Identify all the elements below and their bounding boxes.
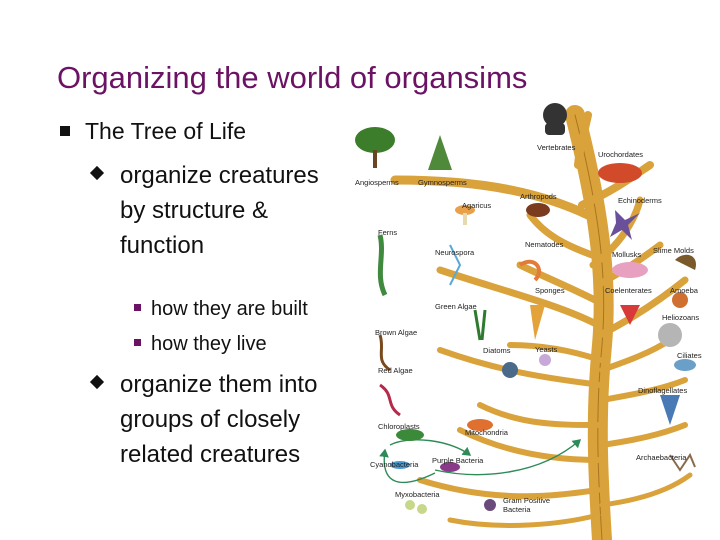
square-bullet-icon <box>134 339 141 347</box>
sub-point-how-live-text: how they live <box>151 333 267 355</box>
label-coelenterates: Coelenterates <box>605 286 652 295</box>
diamond-bullet-icon <box>89 165 105 181</box>
label-neurospora: Neurospora <box>435 248 475 257</box>
bullet-tree-of-life-text: The Tree of Life <box>85 118 247 144</box>
label-purple-bacteria: Purple Bacteria <box>432 456 484 465</box>
label-angiosperms: Angiosperms <box>355 178 399 187</box>
sub-point-how-built: how they are built <box>134 298 308 321</box>
label-vertebrates: Vertebrates <box>537 143 576 152</box>
label-green-algae: Green Algae <box>435 302 477 311</box>
label-echinoderms: Echinoderms <box>618 196 662 205</box>
label-gymnosperms: Gymnosperms <box>418 178 467 187</box>
label-brown-algae: Brown Algae <box>375 328 417 337</box>
label-dinoflagellates: Dinoflagellates <box>638 386 687 395</box>
tree-trunk-and-branches <box>390 105 693 540</box>
point-organize-groups: organize them into groups of closely rel… <box>89 367 340 472</box>
point-organize-groups-text: organize them into groups of closely rel… <box>120 371 318 468</box>
label-arthropods: Arthropods <box>520 192 557 201</box>
sub-point-how-live: how they live <box>134 333 267 356</box>
endosymbiosis-arrows <box>379 439 582 484</box>
label-mitochondria: Mitochondria <box>465 428 509 437</box>
label-myxobacteria: Myxobacteria <box>395 490 440 499</box>
tree-labels: Vertebrates Urochordates Angiosperms Gym… <box>355 143 702 514</box>
label-slime-molds: Slime Molds <box>653 246 694 255</box>
point-organize-structure-text: organize creatures by structure & functi… <box>120 162 319 259</box>
square-bullet-icon <box>60 125 70 136</box>
label-gram-positive: Gram Positive <box>503 496 550 505</box>
label-cyanobacteria: Cyanobacteria <box>370 460 419 469</box>
label-mollusks: Mollusks <box>612 250 641 259</box>
label-sponges: Sponges <box>535 286 565 295</box>
bullet-tree-of-life: The Tree of Life <box>60 118 246 145</box>
point-organize-structure: organize creatures by structure & functi… <box>89 158 340 263</box>
label-archaebacteria: Archaebacteria <box>636 453 687 462</box>
slide-title: Organizing the world of organsims <box>57 60 528 95</box>
diamond-bullet-icon <box>89 374 105 390</box>
label-agaricus: Agaricus <box>462 201 491 210</box>
label-diatoms: Diatoms <box>483 346 511 355</box>
label-gram-positive-bacteria: Bacteria <box>503 505 531 514</box>
square-bullet-icon <box>134 304 141 312</box>
label-urochordates: Urochordates <box>598 150 643 159</box>
label-yeasts: Yeasts <box>535 345 557 354</box>
organism-illustrations <box>355 103 696 514</box>
label-amoeba: Amoeba <box>670 286 699 295</box>
sub-point-how-built-text: how they are built <box>151 298 308 320</box>
label-red-algae: Red Algae <box>378 366 413 375</box>
label-heliozoans: Heliozoans <box>662 313 699 322</box>
tree-of-life-diagram: Vertebrates Urochordates Angiosperms Gym… <box>355 103 702 540</box>
label-ciliates: Ciliates <box>677 351 702 360</box>
label-nematodes: Nematodes <box>525 240 564 249</box>
label-ferns: Ferns <box>378 228 397 237</box>
label-chloroplasts: Chloroplasts <box>378 422 420 431</box>
